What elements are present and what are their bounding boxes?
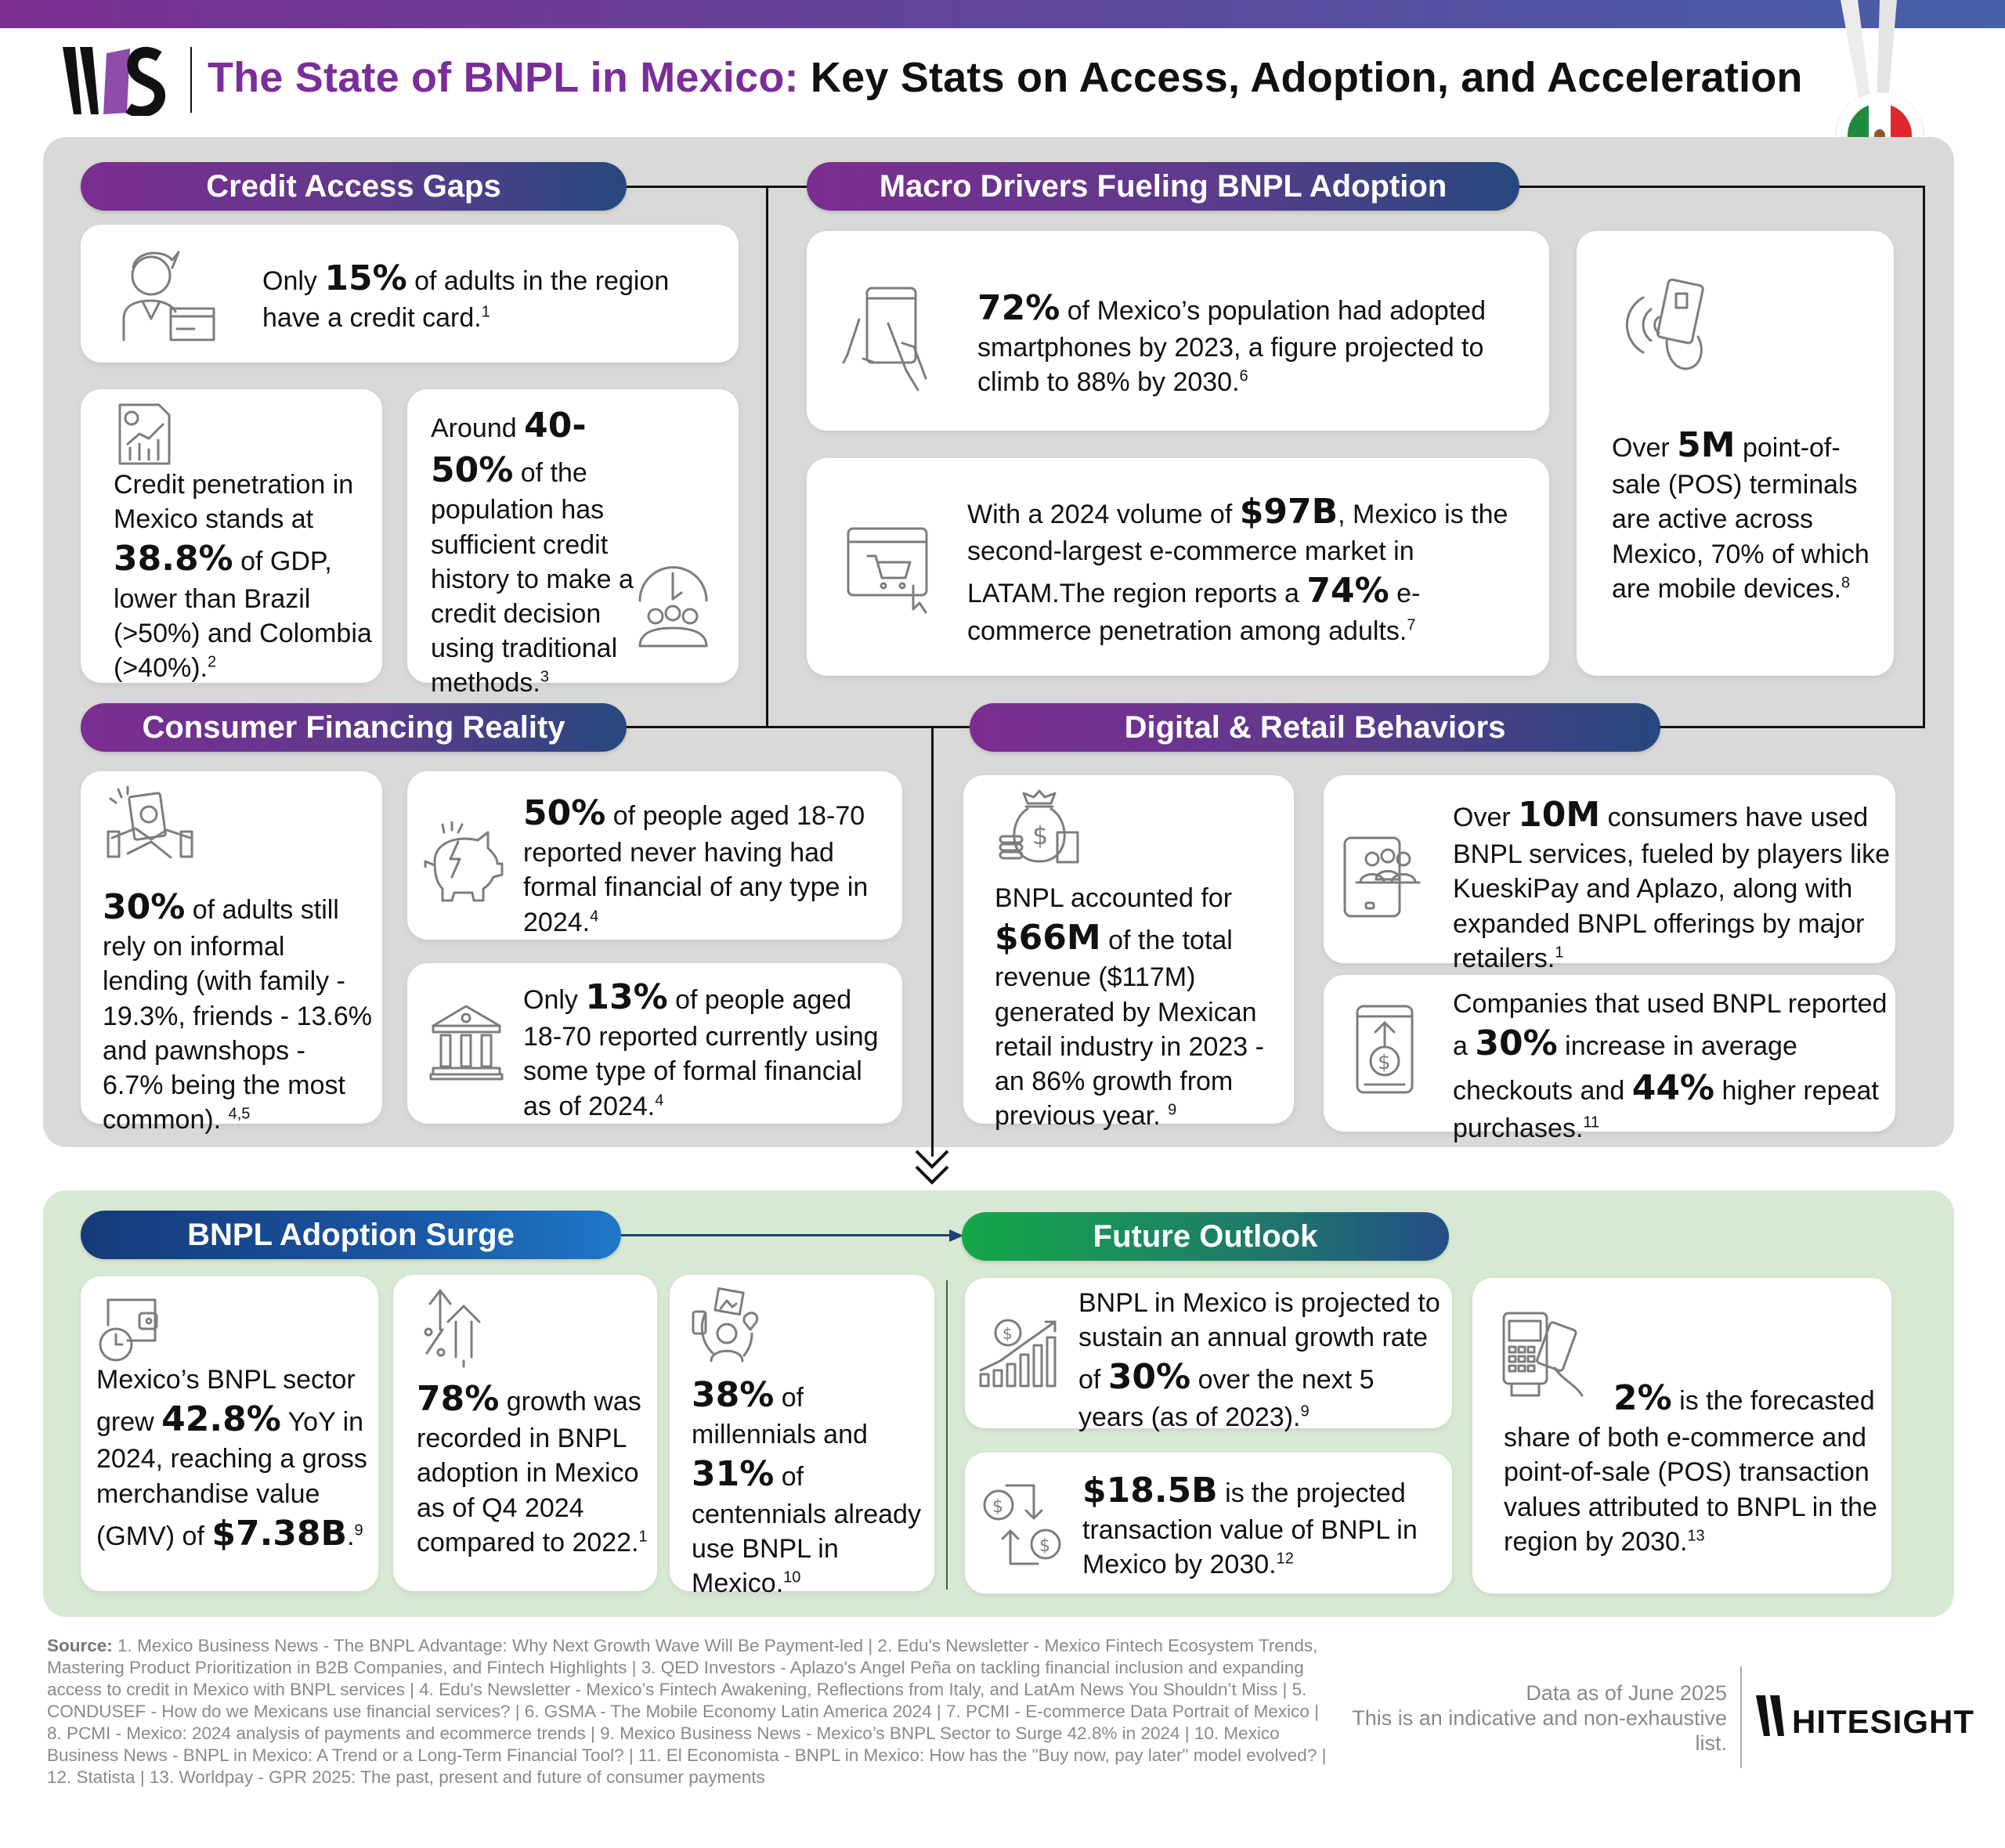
whitesight-mark-icon xyxy=(1756,1695,1784,1736)
stat-text: Companies that used BNPL reported a 30% … xyxy=(1453,989,1888,1143)
stat-card: Credit penetration in Mexico stands at 3… xyxy=(81,389,382,683)
section-header-consumer-financing: Consumer Financing Reality xyxy=(81,703,627,752)
section-header-macro-drivers: Macro Drivers Fueling BNPL Adoption xyxy=(807,162,1519,211)
wallet-clock-icon xyxy=(96,1294,171,1368)
connector-line xyxy=(931,726,934,1157)
stat-card: 50% of people aged 18-70 reported never … xyxy=(407,771,902,940)
whitesight-logo: HITESIGHT xyxy=(1754,1695,1974,1738)
stat-text: With a 2024 volume of $97B, Mexico is th… xyxy=(967,492,1508,646)
report-chart-icon xyxy=(116,401,175,467)
svg-text:$: $ xyxy=(1039,1536,1050,1556)
millennial-devices-icon xyxy=(689,1287,768,1365)
stat-text: Only 13% of people aged 18-70 reported c… xyxy=(523,977,879,1121)
section-header-credit-access-gaps: Credit Access Gaps xyxy=(81,162,627,211)
stat-card: $$ $18.5B is the projected transaction v… xyxy=(965,1453,1452,1594)
connector-arrow-line xyxy=(621,1234,954,1236)
stat-card: 30% of adults still rely on informal len… xyxy=(81,771,382,1135)
dollar-exchange-icon: $$ xyxy=(979,1478,1065,1572)
double-chevron-down-icon xyxy=(915,1150,949,1185)
percent-arrows-up-icon xyxy=(421,1287,487,1369)
stat-text: 38% of millennials and 31% of centennial… xyxy=(692,1375,921,1598)
stat-text: Only 15% of adults in the region have a … xyxy=(262,258,670,334)
stat-card: Only 15% of adults in the region have a … xyxy=(81,225,739,363)
clock-people-icon xyxy=(628,554,718,651)
svg-text:$: $ xyxy=(992,1497,1003,1517)
connector-line xyxy=(1923,186,1925,727)
flag-ribbon xyxy=(1841,0,1897,110)
stat-card: $ Companies that used BNPL reported a 30… xyxy=(1324,975,1895,1143)
pos-terminal-card-icon xyxy=(1500,1309,1590,1403)
stat-card: 72% of Mexico’s population had adopted s… xyxy=(807,231,1549,431)
stat-card: $ BNPL accounted for $66M of the total r… xyxy=(963,775,1294,1131)
section-header-adoption-surge: BNPL Adoption Surge xyxy=(81,1211,621,1259)
page-title: The State of BNPL in Mexico: Key Stats o… xyxy=(208,53,1803,102)
bank-building-icon xyxy=(429,1002,504,1081)
connector-line xyxy=(1653,726,1925,728)
stat-text: Around 40-50% of the population has suff… xyxy=(431,406,634,698)
stat-card: Around 40-50% of the population has suff… xyxy=(407,389,739,698)
stat-card: 38% of millennials and 31% of centennial… xyxy=(670,1275,934,1598)
hand-smartphone-icon xyxy=(840,284,937,394)
contactless-card-icon xyxy=(1620,274,1710,376)
title-accent: The State of BNPL in Mexico: xyxy=(208,54,799,101)
stat-card: Over 10M consumers have used BNPL servic… xyxy=(1324,775,1895,973)
dollar-growth-chart-icon: $ xyxy=(977,1316,1063,1390)
svg-text:$: $ xyxy=(1002,1324,1013,1343)
stat-text: Over 10M consumers have used BNPL servic… xyxy=(1453,795,1891,973)
money-bag-icon: $ xyxy=(996,789,1082,868)
stat-text: Mexico’s BNPL sector grew 42.8% YoY in 2… xyxy=(96,1365,367,1554)
sources-text: Source: 1. Mexico Business News - The BN… xyxy=(47,1636,1327,1787)
stat-text: BNPL accounted for $66M of the total rev… xyxy=(995,883,1264,1132)
stat-text: 78% growth was recorded in BNPL adoption… xyxy=(417,1379,648,1557)
person-credit-card-icon xyxy=(116,244,218,342)
phone-users-icon xyxy=(1341,834,1431,920)
stat-card: 2% is the forecasted share of both e-com… xyxy=(1472,1278,1891,1594)
stat-text: 72% of Mexico’s population had adopted s… xyxy=(977,288,1487,398)
connector-line xyxy=(1515,186,1924,188)
stat-card: With a 2024 volume of $97B, Mexico is th… xyxy=(807,458,1549,676)
phone-dollar-up-icon: $ xyxy=(1353,1002,1416,1096)
top-banner xyxy=(0,0,2005,28)
section-header-digital-retail: Digital & Retail Behaviors xyxy=(970,703,1660,752)
stat-text: BNPL in Mexico is projected to sustain a… xyxy=(1078,1288,1440,1432)
stat-card: $ BNPL in Mexico is projected to sustain… xyxy=(965,1278,1452,1432)
broken-piggy-bank-icon xyxy=(419,818,505,904)
arrow-right-icon xyxy=(949,1229,963,1242)
stat-card: 78% growth was recorded in BNPL adoption… xyxy=(393,1275,657,1591)
logo-divider xyxy=(190,47,192,113)
svg-text:$: $ xyxy=(1032,821,1048,850)
stat-text: 30% of adults still rely on informal len… xyxy=(103,887,372,1135)
stat-text: 2% is the forecasted share of both e-com… xyxy=(1504,1378,1877,1557)
connector-line xyxy=(619,726,979,728)
stat-card: Mexico’s BNPL sector grew 42.8% YoY in 2… xyxy=(81,1276,378,1591)
handshake-money-icon xyxy=(104,783,198,869)
section-divider xyxy=(946,1280,948,1590)
stat-card: Only 13% of people aged 18-70 reported c… xyxy=(407,963,902,1124)
stat-text: $18.5B is the projected transaction valu… xyxy=(1082,1471,1418,1580)
ws-logo xyxy=(61,45,179,117)
stat-text: Over 5M point-of-sale (POS) terminals ar… xyxy=(1612,425,1870,604)
connector-line xyxy=(619,186,811,188)
stat-text: Credit penetration in Mexico stands at 3… xyxy=(114,470,372,683)
browser-cart-icon xyxy=(844,525,938,615)
svg-text:$: $ xyxy=(1378,1051,1391,1074)
connector-line xyxy=(766,186,768,727)
data-note: Data as of June 2025 This is an indicati… xyxy=(1352,1681,1727,1755)
section-header-future-outlook: Future Outlook xyxy=(962,1212,1449,1261)
title-rest: Key Stats on Access, Adoption, and Accel… xyxy=(798,54,1803,101)
footer-divider xyxy=(1740,1666,1742,1768)
stat-text: 50% of people aged 18-70 reported never … xyxy=(523,793,869,937)
stat-card: Over 5M point-of-sale (POS) terminals ar… xyxy=(1577,231,1894,676)
